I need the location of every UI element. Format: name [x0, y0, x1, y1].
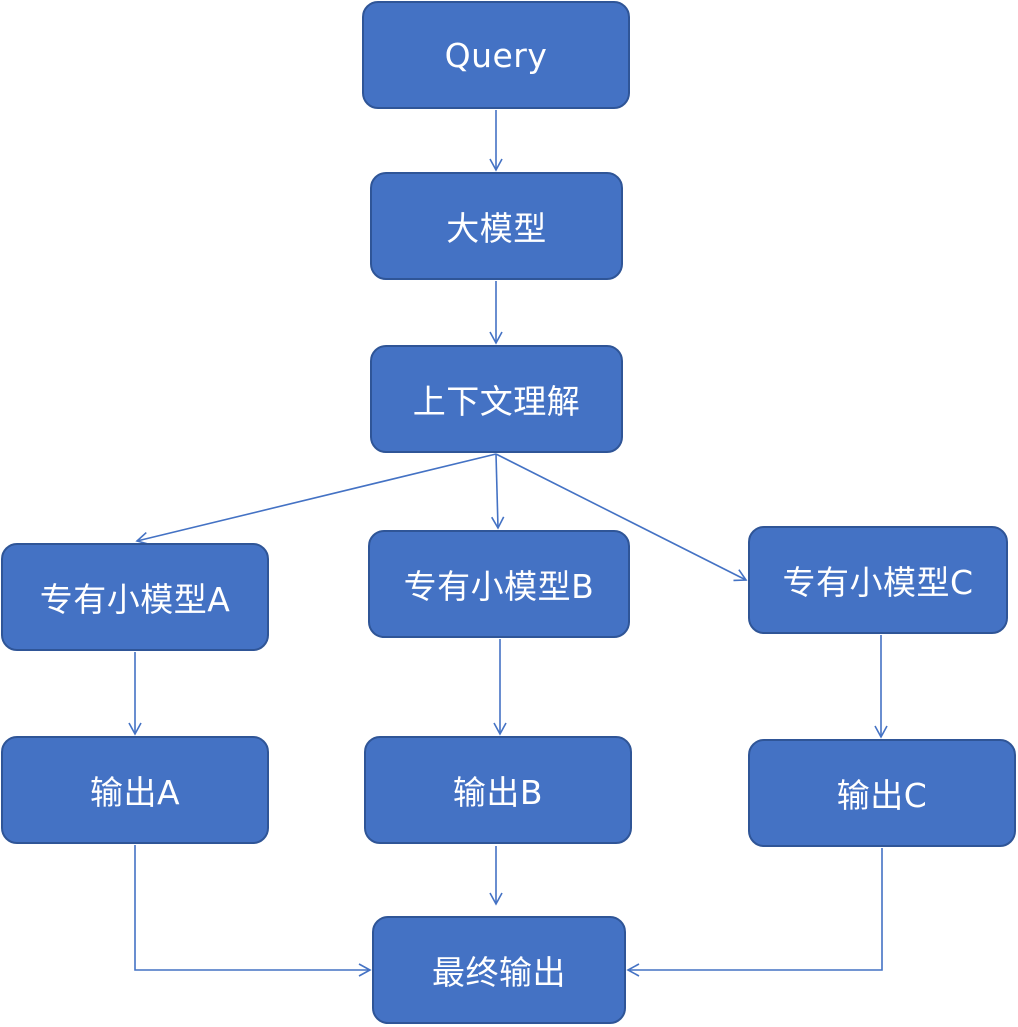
- context-understanding-node-label: 上下文理解: [412, 382, 581, 421]
- arrow-out-c-to-final: [626, 848, 883, 977]
- small-model-c-node: 专有小模型C: [748, 526, 1008, 634]
- query-node-label: Query: [444, 35, 548, 75]
- small-model-b-node: 专有小模型B: [368, 530, 630, 638]
- arrow-context-to-small-c: [495, 453, 748, 582]
- arrow-out-a-to-final: [134, 845, 372, 977]
- small-model-b-node-label: 专有小模型B: [403, 567, 595, 606]
- arrow-context-to-small-a: [135, 453, 497, 546]
- output-c-node-label: 输出C: [836, 776, 928, 815]
- small-model-c-node-label: 专有小模型C: [782, 563, 974, 602]
- large-model-node-label: 大模型: [446, 209, 547, 248]
- small-model-a-node: 专有小模型A: [1, 543, 269, 651]
- output-b-node-label: 输出B: [452, 773, 544, 812]
- large-model-node: 大模型: [370, 172, 623, 280]
- arrow-context-to-small-b: [491, 453, 505, 530]
- query-node: Query: [362, 1, 630, 109]
- output-a-node: 输出A: [1, 736, 269, 844]
- output-c-node: 输出C: [748, 739, 1016, 847]
- output-b-node: 输出B: [364, 736, 632, 844]
- context-understanding-node: 上下文理解: [370, 345, 623, 453]
- final-output-node: 最终输出: [372, 916, 626, 1024]
- output-a-node-label: 输出A: [89, 773, 181, 812]
- final-output-node-label: 最终输出: [432, 953, 566, 992]
- small-model-a-node-label: 专有小模型A: [39, 580, 231, 619]
